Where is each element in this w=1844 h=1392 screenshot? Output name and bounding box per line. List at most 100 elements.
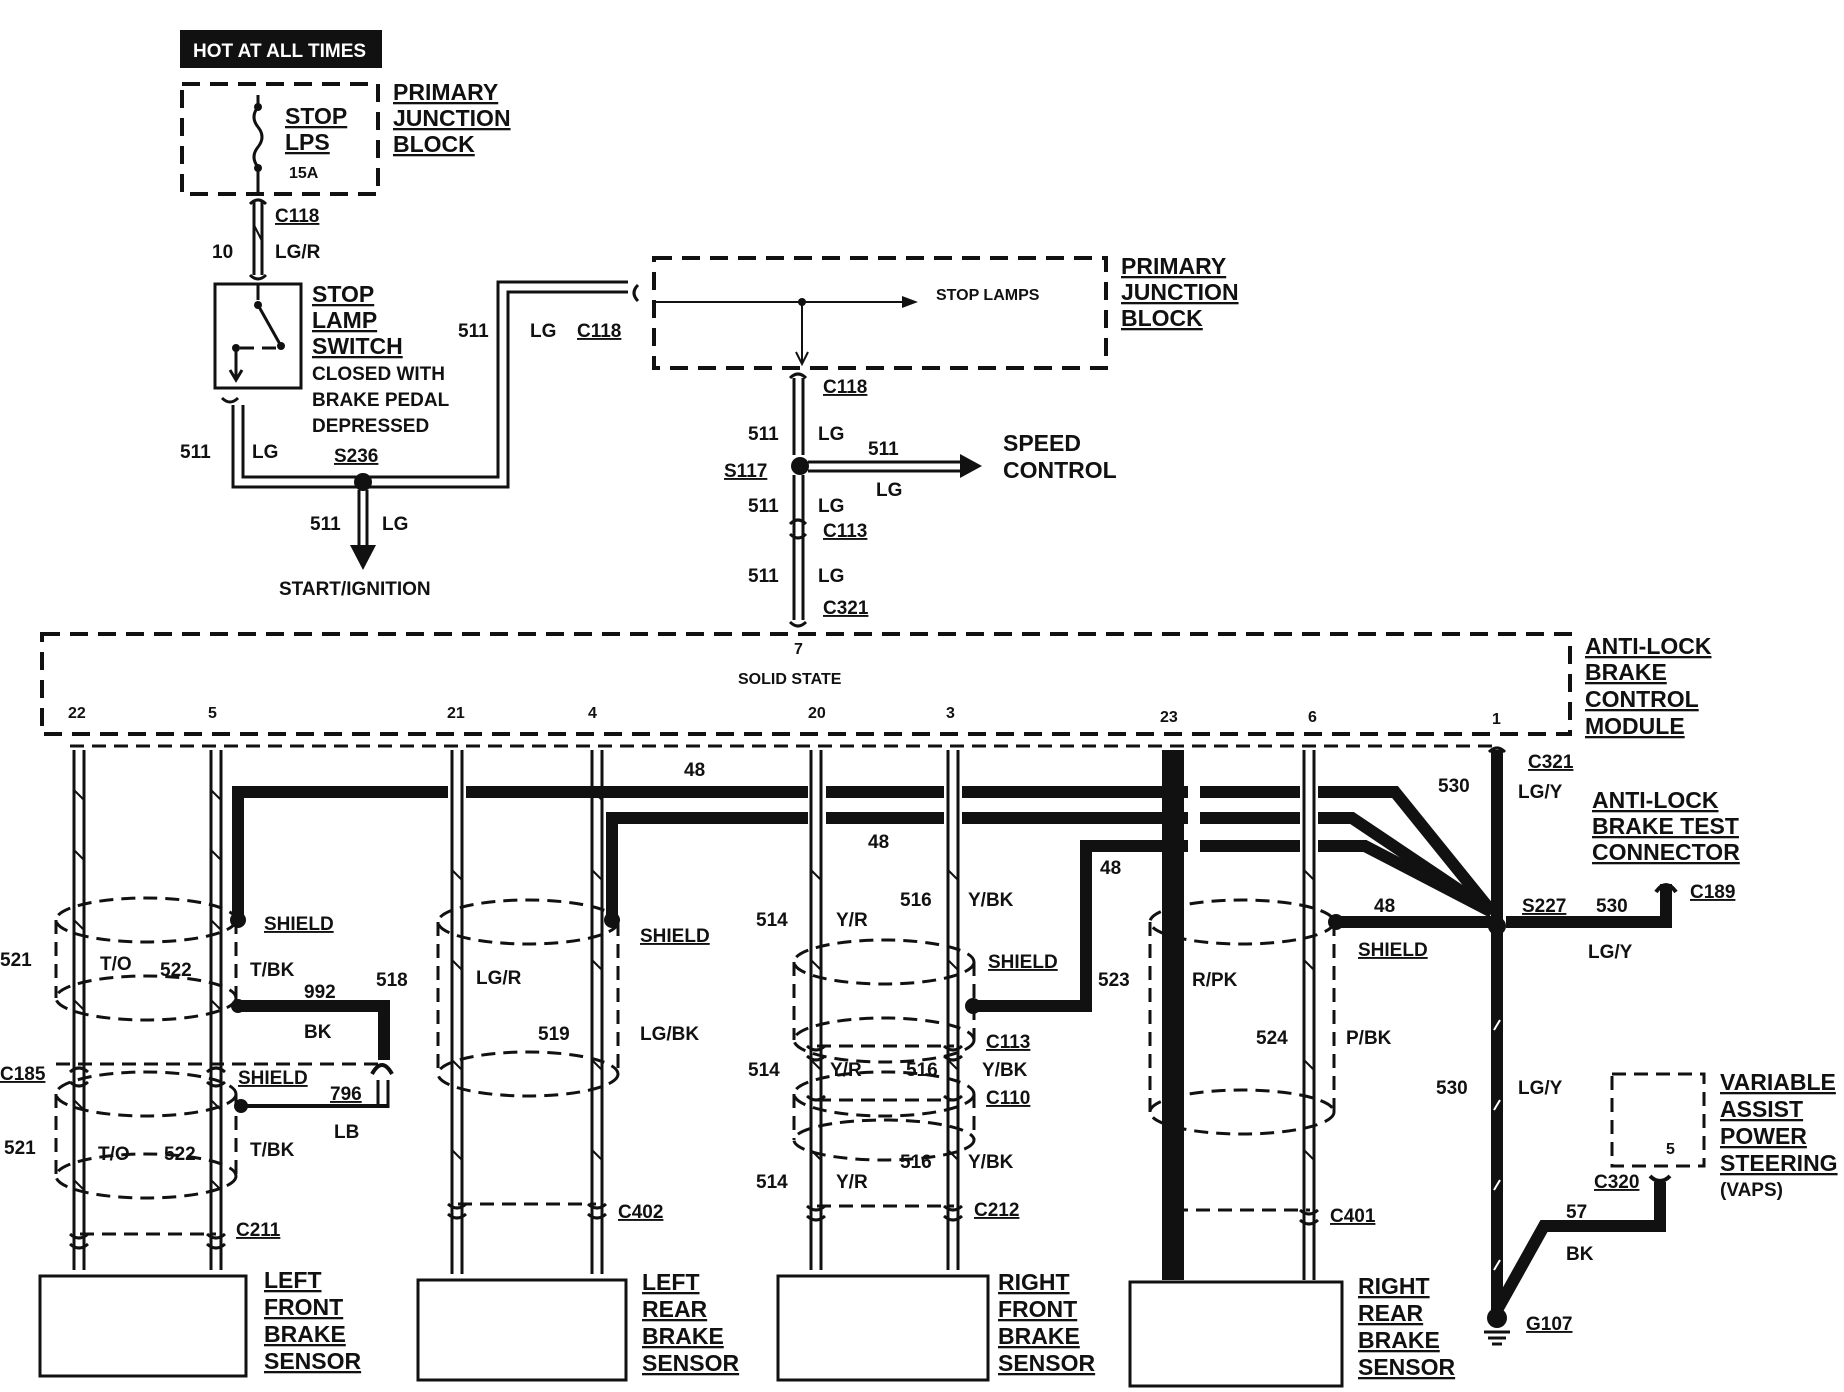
rf-c212: C212 [974,1200,1019,1221]
switch-note1: CLOSED WITH [312,364,445,385]
module-inner-label: SOLID STATE [738,671,842,688]
rf-w523: 523 [1098,970,1130,991]
pin-4: 4 [588,705,597,722]
sensor-lf-l4: SENSOR [264,1348,362,1374]
sensor-lr-l2: REAR [642,1296,708,1322]
rf-c110: C110 [986,1088,1030,1109]
splice-s227 [1488,917,1506,935]
c113-top-label: C113 [823,521,867,542]
module-l2: BRAKE [1585,659,1667,685]
arrow-down-icon [350,545,376,570]
wire-10-color: LG/R [275,242,321,263]
lgy-top-label: LG/Y [1518,782,1563,803]
primary-junction-block-1 [180,82,380,196]
lf-w796: 796 [330,1084,362,1105]
fuse-line1: STOP [285,103,347,129]
splice-s227-label: S227 [1522,896,1566,917]
right-front-brake-sensor [776,1274,990,1382]
sensor-rf-l2: FRONT [998,1296,1077,1322]
rf-w516-b: 516 [906,1060,938,1081]
vaps-w57: 57 [1566,1202,1587,1223]
vaps-pin: 5 [1666,1141,1675,1158]
primary-junction-block-2 [652,256,1108,370]
rf-w514-c: 514 [756,1172,788,1193]
module-pin-top: 7 [794,641,803,658]
wire-511-c-color: LG [818,496,844,517]
test-conn-l2: BRAKE TEST [1592,813,1739,839]
splice-s236-label: S236 [334,446,378,467]
wire-511-b-color: LG [876,480,902,501]
c321-right-label: C321 [1528,752,1574,773]
hot-label-box [180,30,382,68]
lr-w519: 519 [538,1024,570,1045]
wire-511-d-color: LG [818,566,844,587]
lf-to-b: T/O [98,1144,130,1165]
pin-22: 22 [68,705,86,722]
crossing-gap-wires [450,780,1316,860]
start-ignition-label: START/IGNITION [279,579,431,600]
lf-lb: LB [334,1122,359,1143]
speed-control-l2: CONTROL [1003,457,1117,483]
rr-rpk: R/PK [1192,970,1238,991]
lf-w521-b: 521 [4,1138,36,1159]
pin-23: 23 [1160,709,1178,726]
lf-to-a: T/O [100,954,132,975]
wire-511-up-color: LG [530,321,556,342]
lr-lgbk: LG/BK [640,1024,699,1045]
sensor-rf-l4: SENSOR [998,1350,1096,1376]
pin-20: 20 [808,705,826,722]
sensor-lf-l3: BRAKE [264,1321,346,1347]
vaps-l4: STEERING [1720,1150,1838,1176]
pin-21: 21 [447,705,465,722]
w48-a: 48 [684,760,705,781]
vaps-l2: ASSIST [1720,1096,1803,1122]
pin-6: 6 [1308,709,1317,726]
wire-511-b-num: 511 [868,439,899,460]
pin-1: 1 [1492,711,1501,728]
c118-top-label: C118 [275,206,319,227]
shield-lf-upper [54,896,238,1022]
splice-s117-label: S117 [724,461,767,482]
splice-s236 [354,473,372,491]
switch-connector [220,396,240,404]
vaps-ground-wire [1490,1182,1666,1315]
module-l4: MODULE [1585,713,1685,739]
test-conn-w530: 530 [1596,896,1628,917]
lr-c402: C402 [618,1202,663,1223]
rf-ybk-a: Y/BK [968,890,1014,911]
shield-rf-lower [792,1070,976,1162]
test-conn-l1: ANTI-LOCK [1592,787,1719,813]
shield-label-lr: SHIELD [640,926,710,947]
lf-w518: 518 [376,970,408,991]
vaps-c320: C320 [1594,1172,1639,1193]
c321-top-label: C321 [823,598,869,619]
switch-note3: DEPRESSED [312,416,429,437]
vaps-l1: VARIABLE [1720,1069,1836,1095]
lf-wire-992 [238,1000,390,1060]
fuse-line2: LPS [285,129,330,155]
sensor-lr-l3: BRAKE [642,1323,724,1349]
pin-3: 3 [946,705,955,722]
pjb2-line3: BLOCK [1121,305,1203,331]
pjb2-line1: PRIMARY [1121,253,1226,279]
right-rear-brake-sensor [1128,1280,1344,1388]
pin-5: 5 [208,705,217,722]
pjb1-line2: JUNCTION [393,105,511,131]
vaps-box [1610,1072,1706,1168]
switch-l2: LAMP [312,307,377,333]
arrow-right-icon [902,296,918,308]
sensor-rf-l1: RIGHT [998,1269,1070,1295]
rr-w524: 524 [1256,1028,1288,1049]
rf-ybk-c: Y/BK [968,1152,1014,1173]
wire-511-c-num: 511 [748,496,779,517]
rr-pbk: P/BK [1346,1028,1392,1049]
arrow-right-icon [960,454,982,478]
module-l3: CONTROL [1585,686,1699,712]
vaps-bk: BK [1566,1244,1594,1265]
wire-511-down-color: LG [382,514,408,535]
lf-tbk-a: T/BK [250,960,295,981]
vaps-l3: POWER [1720,1123,1807,1149]
sensor-lf-l2: FRONT [264,1294,343,1320]
wire-511-up-num: 511 [458,321,489,342]
